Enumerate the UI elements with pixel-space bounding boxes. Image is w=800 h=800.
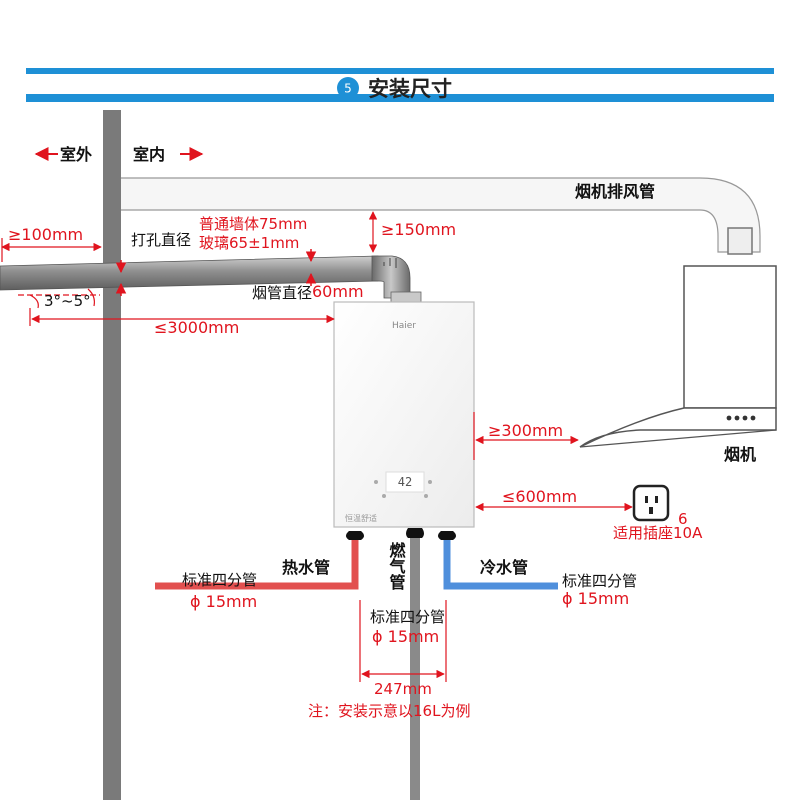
gas-pipe-body <box>410 538 420 800</box>
cold-pipe-labels: 冷水管 标准四分管 ϕ 15mm <box>480 558 637 608</box>
socket-superscript: 6 <box>678 510 688 528</box>
wall <box>103 110 121 800</box>
duct-collar <box>727 227 753 255</box>
hot-pipe-nut <box>346 531 364 540</box>
socket-slot <box>649 507 653 514</box>
indoor-label: 室内 <box>133 145 165 164</box>
flue-diameter-label: 烟管直径 <box>252 284 312 302</box>
gas-pipe-diameter: ϕ 15mm <box>372 627 439 646</box>
gas-pipe-label: 燃气管 <box>387 541 407 591</box>
socket-slot <box>645 496 648 503</box>
hood-button <box>734 415 740 421</box>
display-readout: 42 <box>398 475 412 489</box>
hot-pipe-labels: 热水管 标准四分管 ϕ 15mm <box>182 558 330 611</box>
hood-button <box>726 415 732 421</box>
hole-wall-spec: 普通墙体75mm <box>199 215 307 233</box>
gas-pipe-nut <box>406 528 424 538</box>
hole-glass-spec: 玻璃65±1mm <box>199 234 299 252</box>
dim-flue-diameter: 烟管直径 60mm <box>252 249 364 302</box>
range-hood-label: 烟机 <box>724 445 756 464</box>
gas-pipe-spec: 标准四分管 <box>370 608 445 626</box>
dim-top-clearance-label: ≥150mm <box>381 220 456 239</box>
range-hood: 烟机 <box>579 265 777 464</box>
cold-pipe-diameter: ϕ 15mm <box>562 589 629 608</box>
cold-pipe-spec: 标准四分管 <box>562 572 637 590</box>
installation-note: 注：安装示意以16L为例 <box>308 702 470 720</box>
dim-socket-distance-label: ≤600mm <box>502 487 577 506</box>
section-header: 5 安装尺寸 <box>26 68 774 102</box>
dim-flue-length: ≤3000mm <box>29 308 335 337</box>
dim-outside-extension-label: ≥100mm <box>8 225 83 244</box>
hood-button <box>742 415 748 421</box>
dim-socket-distance: ≤600mm <box>475 487 633 512</box>
dim-outside-extension: ≥100mm <box>1 225 102 262</box>
step-number-badge <box>337 77 359 99</box>
hot-pipe-label: 热水管 <box>282 558 330 577</box>
hole-diameter: 打孔直径 普通墙体75mm 玻璃65±1mm <box>115 215 307 296</box>
control-icon <box>382 494 386 498</box>
dim-hood-distance: ≥300mm <box>473 412 579 460</box>
cold-water-pipe <box>438 531 558 590</box>
hole-diameter-label: 打孔直径 <box>131 231 191 249</box>
socket-slot <box>655 496 658 503</box>
power-socket: 适用插座10A 6 <box>613 484 703 542</box>
control-icon <box>428 480 432 484</box>
heater-display <box>385 471 425 493</box>
hot-water-pipe <box>155 531 364 590</box>
hood-exhaust-duct: 烟机排风管 <box>121 177 761 255</box>
cold-pipe-label: 冷水管 <box>480 558 528 577</box>
step-number: 5 <box>344 82 352 96</box>
header-inner <box>26 74 774 94</box>
hot-pipe-spec: 标准四分管 <box>182 571 257 589</box>
control-icon <box>374 480 378 484</box>
dim-hood-distance-label: ≥300mm <box>488 421 563 440</box>
hood-button <box>750 415 756 421</box>
dim-slope-label: 3°~5° <box>44 292 91 310</box>
gas-pipe <box>406 528 424 800</box>
hot-pipe-diameter: ϕ 15mm <box>190 592 257 611</box>
section-title: 安装尺寸 <box>368 77 452 101</box>
water-heater: Haier 42 恒温舒适 <box>333 301 475 528</box>
gas-pipe-labels: 燃气管 标准四分管 ϕ 15mm <box>370 541 445 646</box>
dim-connection-spacing: 247mm <box>359 600 447 698</box>
control-icon <box>424 494 428 498</box>
outdoor-label: 室外 <box>60 145 92 164</box>
brand-logo: Haier <box>392 321 416 331</box>
dim-flue-length-label: ≤3000mm <box>154 318 239 337</box>
dim-top-clearance: ≥150mm <box>368 211 456 253</box>
dim-connection-spacing-label: 247mm <box>374 680 432 698</box>
heater-badge: 恒温舒适 <box>345 513 377 523</box>
dim-slope: 3°~5° <box>18 288 100 310</box>
flue-diameter-value: 60mm <box>312 282 364 301</box>
socket-label: 适用插座10A <box>613 524 703 542</box>
cold-pipe-nut <box>438 531 456 540</box>
hood-duct-label: 烟机排风管 <box>575 182 655 201</box>
zone-labels: 室外 室内 <box>34 145 204 164</box>
